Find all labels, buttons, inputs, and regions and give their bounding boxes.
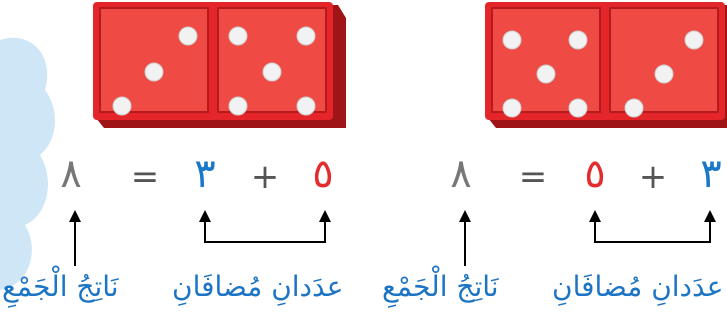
right-plus: + bbox=[638, 157, 668, 197]
right-equals: = bbox=[518, 157, 548, 197]
domino-right bbox=[485, 2, 727, 128]
right-addends-bracket-arrow bbox=[589, 210, 716, 243]
left-sum-arrow bbox=[69, 210, 81, 266]
left-addend-2: ٣ bbox=[194, 151, 216, 197]
left-equals: = bbox=[130, 157, 160, 197]
left-sum-label: نَاتِجُ الْجَمْعِ bbox=[2, 270, 119, 303]
cloud-decoration bbox=[0, 37, 56, 290]
right-sum: ٨ bbox=[450, 151, 472, 197]
left-addend-1: ٥ bbox=[312, 151, 334, 197]
right-addend-2: ٥ bbox=[584, 151, 606, 197]
domino-left bbox=[93, 2, 346, 128]
right-sum-label: نَاتِجُ الْجَمْعِ bbox=[382, 270, 499, 303]
right-addend-1: ٣ bbox=[700, 151, 722, 197]
left-addends-label: عدَدانِ مُضافَانِ bbox=[172, 270, 344, 303]
left-plus: + bbox=[250, 157, 280, 197]
right-addends-label: عدَدانِ مُضافَانِ bbox=[552, 270, 724, 303]
right-sum-arrow bbox=[459, 210, 471, 266]
left-sum: ٨ bbox=[60, 151, 82, 197]
left-addends-bracket-arrow bbox=[199, 210, 331, 243]
